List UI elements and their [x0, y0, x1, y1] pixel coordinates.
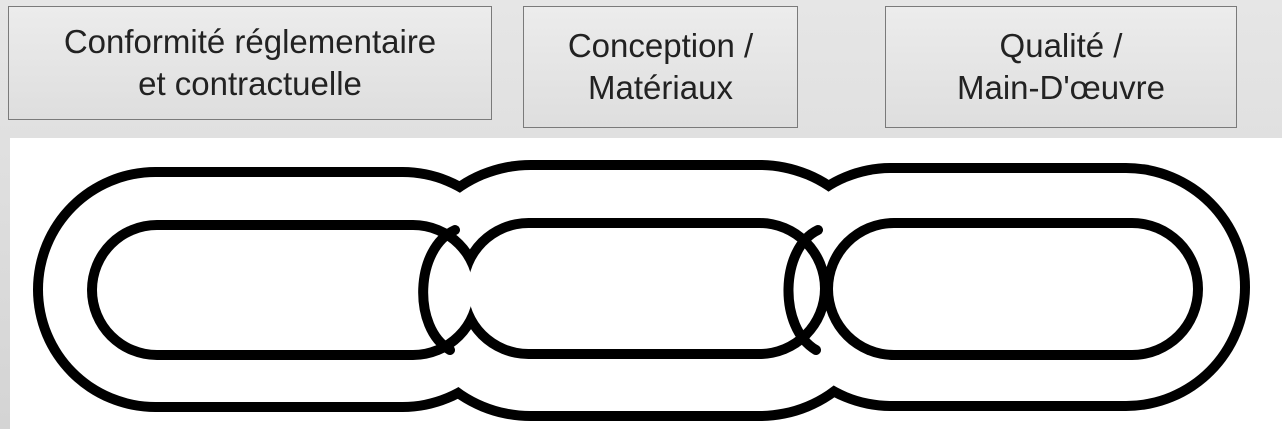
label-line: Conception / [568, 25, 753, 67]
label-line: Main-D'œuvre [957, 67, 1165, 109]
label-line: Conformité réglementaire [64, 21, 436, 63]
chain-diagram-panel [10, 138, 1282, 429]
label-line: et contractuelle [138, 63, 362, 105]
label-box-quality-workmanship: Qualité / Main-D'œuvre [885, 6, 1237, 128]
chain-illustration [10, 138, 1282, 429]
label-box-design-materials: Conception / Matériaux [523, 6, 798, 128]
label-box-regulatory-compliance: Conformité réglementaire et contractuell… [8, 6, 492, 120]
chain-link-3-opening [833, 228, 1193, 350]
chain-link-2-opening [468, 228, 820, 349]
label-line: Qualité / [1000, 25, 1123, 67]
label-line: Matériaux [588, 67, 733, 109]
chain-link-1-opening [97, 230, 473, 350]
